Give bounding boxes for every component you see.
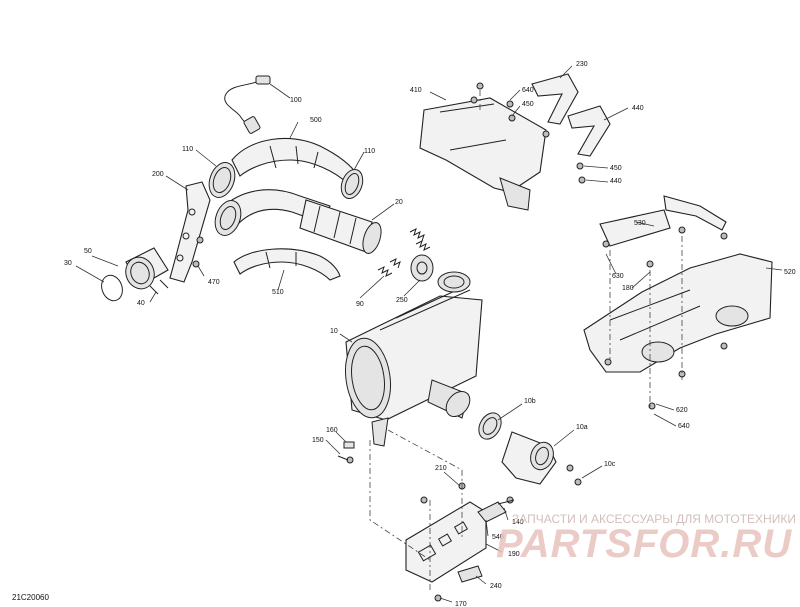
callout-10b: 10b (524, 398, 536, 405)
watermark: ЗАПЧАСТИ И АКСЕССУАРЫ ДЛЯ МОТОТЕХНИКИ PA… (496, 512, 796, 566)
sealing-washer (410, 254, 434, 282)
callout-190: 190 (508, 551, 520, 558)
callout-530: 530 (634, 220, 646, 227)
shield-fasteners (470, 82, 516, 122)
watermark-text: ЗАПЧАСТИ И АКСЕССУАРЫ ДЛЯ МОТОТЕХНИКИ (512, 512, 796, 526)
mounting-bracket (169, 181, 211, 283)
callout-10a: 10a (576, 424, 588, 431)
callout-40: 40 (137, 300, 145, 307)
callout-440-bottom: 440 (610, 178, 622, 185)
callout-160: 160 (326, 427, 338, 434)
callout-20: 20 (395, 199, 403, 206)
muffler (345, 271, 483, 447)
callout-640-bottom: 640 (678, 423, 690, 430)
callout-50: 50 (84, 248, 92, 255)
diagram-code: 21C20060 (12, 593, 49, 602)
callout-500: 500 (310, 117, 322, 124)
callout-200: 200 (152, 171, 164, 178)
lower-strap-bracket (567, 105, 611, 157)
strap-fasteners (542, 130, 586, 184)
callout-640-top: 640 (522, 87, 534, 94)
oxygen-sensor (224, 75, 291, 134)
watermark-logo: PARTSFOR.RU (496, 522, 792, 566)
callout-140: 140 (512, 519, 524, 526)
callout-150: 150 (312, 437, 324, 444)
callout-450-top: 450 (522, 101, 534, 108)
callout-410: 410 (410, 87, 422, 94)
callout-240: 240 (490, 583, 502, 590)
tailpipe-screws (566, 464, 582, 486)
support-plate (599, 195, 728, 248)
flange-bolts (149, 236, 204, 295)
callout-10c: 10c (604, 461, 616, 468)
pipe-flange (125, 247, 169, 290)
callout-450-bottom: 450 (610, 165, 622, 172)
clamp-right (340, 168, 364, 200)
muffler-mount-bracket (405, 501, 507, 583)
upper-strap-bracket (531, 73, 579, 125)
callout-110-left: 110 (182, 146, 193, 153)
callout-440-top: 440 (632, 105, 644, 112)
springs (377, 228, 431, 277)
floor-heat-shield (583, 253, 773, 373)
callout-230: 230 (576, 61, 588, 68)
callout-90: 90 (356, 301, 364, 308)
callout-100: 100 (290, 97, 302, 104)
tailpipe-coupler (478, 412, 502, 440)
clamp-left (208, 162, 236, 198)
muffler-heat-shield (419, 97, 547, 211)
callout-30: 30 (64, 260, 72, 267)
callout-520: 520 (784, 269, 796, 276)
callout-630: 630 (612, 273, 624, 280)
heat-shield-lower (233, 248, 341, 281)
callout-10: 10 (330, 328, 338, 335)
callout-540: 540 (492, 534, 504, 541)
leader-lines (75, 65, 783, 603)
heat-shield-upper (231, 137, 359, 185)
callout-470: 470 (208, 279, 220, 286)
tailpipe-outlet (501, 431, 557, 485)
callout-250: 250 (396, 297, 408, 304)
callout-210: 210 (435, 465, 447, 472)
assembly-lines (369, 90, 683, 590)
callout-170: 170 (455, 601, 467, 607)
muffler-fasteners (337, 441, 355, 464)
callout-110-right: 110 (364, 148, 375, 155)
exhaust-pipe (214, 189, 382, 254)
callout-180: 180 (622, 285, 634, 292)
gasket-ring (101, 274, 123, 302)
callout-labels: 100 500 110 110 200 20 50 30 40 470 510 … (64, 61, 796, 607)
callout-510: 510 (272, 289, 284, 296)
callout-620: 620 (676, 407, 688, 414)
